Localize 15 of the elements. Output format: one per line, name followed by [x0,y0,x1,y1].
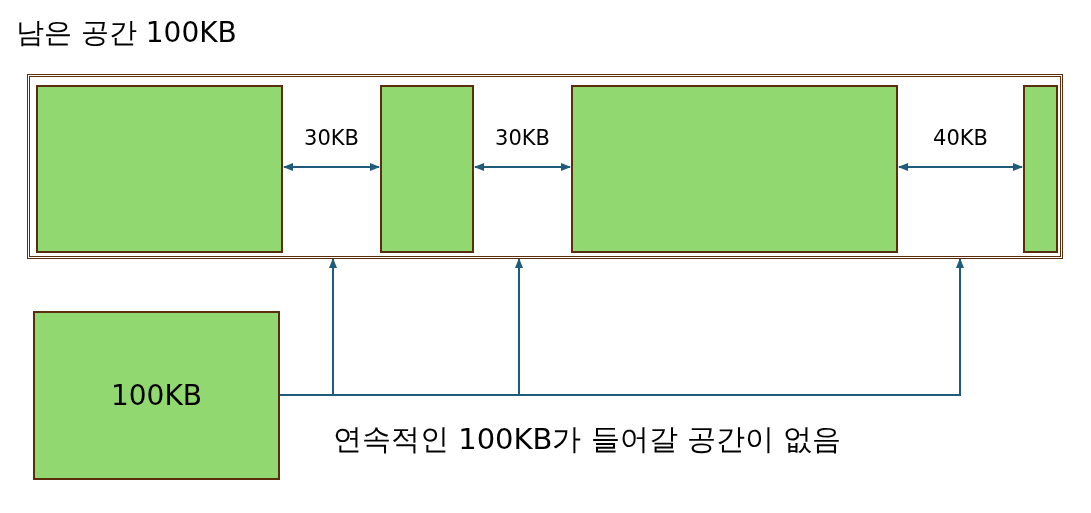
arrow [898,163,1023,171]
memory-block [33,311,280,480]
block-label: 100KB [111,379,202,412]
arrow [474,163,571,171]
allocated-block [380,85,474,253]
edge-label: 30KB [495,126,550,150]
edge-label: 40KB [933,126,988,150]
arrow [283,163,380,171]
allocated-block [36,85,283,253]
note: 연속적인 100KB가 들어갈 공간이 없음 [333,421,842,458]
memory-block [27,74,1063,259]
allocated-block [1023,85,1058,253]
allocated-block [571,85,898,253]
edge-label: 30KB [304,126,359,150]
heading: 남은 공간 100KB [16,15,237,51]
